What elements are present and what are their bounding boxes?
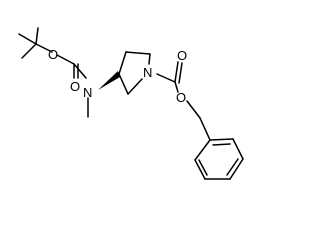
tert-butyl-group: [18, 27, 53, 59]
bond-tbu-methyl-3: [35, 27, 39, 45]
bond-ph-2-3: [232, 138, 244, 160]
bond-ring-c4-c5: [125, 51, 151, 55]
bond-carbonyl-to-ester-o: [174, 81, 179, 93]
atom-o-carbamate-carbonyl: O: [70, 79, 80, 94]
bond-tbu-quaternary-carbon: [35, 43, 53, 53]
bond-ph-3-4: [229, 158, 244, 180]
bond-cbz-carbonyl-double-b: [178, 62, 183, 84]
bond-ester-o-to-carbonyl-c: [56, 54, 75, 65]
atom-n-methylamino: N: [83, 85, 92, 100]
bond-carbonyl-to-n: [73, 63, 87, 79]
atom-n-pyrrolidine: N: [143, 65, 152, 80]
bond-tbu-methyl-1: [18, 33, 37, 45]
pyrrolidine-ring: [118, 51, 151, 95]
bond-ester-o-to-ch2: [186, 100, 201, 119]
bond-ph-6-1: [194, 139, 211, 161]
bond-ch2-to-phenyl: [199, 117, 211, 141]
stereo-wedge-bond: [98, 71, 120, 90]
bond-ph-inner-1: [212, 143, 231, 146]
atom-o-cbz-ester: O: [176, 90, 186, 105]
chemical-structure-diagram: O O N N O O: [18, 27, 244, 180]
cbz-group: [156, 61, 211, 141]
bond-n1-to-carbonyl-c: [156, 73, 176, 83]
phenyl-ring: [194, 138, 244, 180]
bond-ring-c5-n1: [148, 53, 151, 65]
bond-ph-1-2: [209, 138, 234, 141]
bond-ph-inner-2: [226, 158, 239, 176]
bond-ring-c2-c3: [118, 73, 129, 95]
bond-cbz-carbonyl-double-a: [174, 61, 179, 83]
atom-o-cbz-carbonyl: O: [177, 48, 187, 63]
bond-ph-5-6: [194, 159, 206, 180]
bond-tbu-methyl-2: [21, 43, 37, 59]
bond-ring-c3-c4: [118, 51, 127, 75]
bond-ph-inner-3: [198, 159, 208, 176]
bond-ring-n1-c2: [127, 78, 143, 95]
atom-o-carbamate-ester: O: [48, 47, 58, 62]
boc-carbamate-group: [56, 54, 89, 118]
